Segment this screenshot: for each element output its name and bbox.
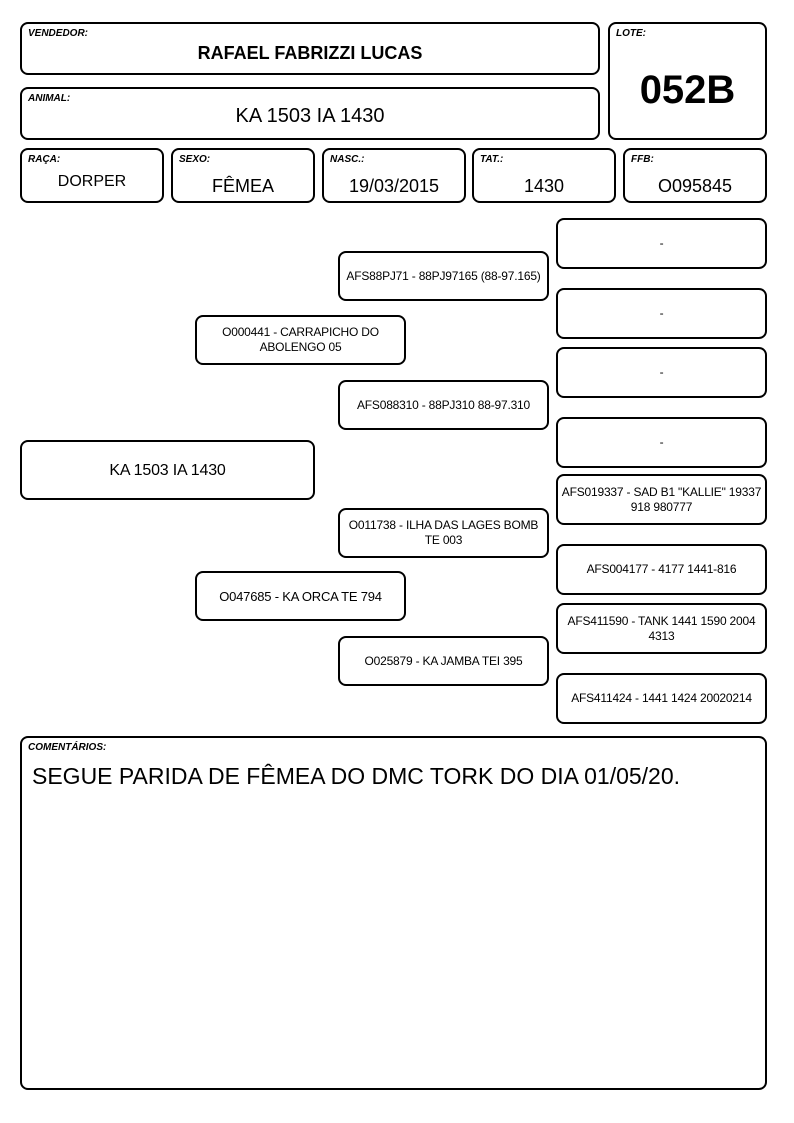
pedigree-ggp-8: AFS411424 - 1441 1424 20020214 <box>556 673 767 724</box>
pedigree-ggp-2: - <box>556 288 767 339</box>
ffb-box: FFB: O095845 <box>623 148 767 203</box>
ffb-label: FFB: <box>631 154 654 165</box>
pedigree-ggp-1: - <box>556 218 767 269</box>
comentarios-value: SEGUE PARIDA DE FÊMEA DO DMC TORK DO DIA… <box>32 763 681 789</box>
pedigree-sire: O000441 - CARRAPICHO DO ABOLENGO 05 <box>195 315 406 365</box>
comentarios-box: COMENTÁRIOS: SEGUE PARIDA DE FÊMEA DO DM… <box>20 736 767 1090</box>
pedigree-ggp-4: - <box>556 417 767 468</box>
pedigree-ggp-6: AFS004177 - 4177 1441-816 <box>556 544 767 595</box>
animal-box: ANIMAL: KA 1503 IA 1430 <box>20 87 600 140</box>
pedigree-ggp-7: AFS411590 - TANK 1441 1590 2004 4313 <box>556 603 767 654</box>
nasc-value: 19/03/2015 <box>348 176 440 196</box>
animal-label: ANIMAL: <box>28 93 71 104</box>
sexo-value: FÊMEA <box>211 176 274 196</box>
raca-label: RAÇA: <box>28 154 61 165</box>
pedigree-sire-dam: AFS088310 - 88PJ310 88-97.310 <box>338 380 549 430</box>
pedigree-ggp-3: - <box>556 347 767 398</box>
sexo-label: SEXO: <box>179 154 211 165</box>
pedigree-dam: O047685 - KA ORCA TE 794 <box>195 571 406 621</box>
lote-value: 052B <box>639 68 736 112</box>
tat-box: TAT.: 1430 <box>472 148 616 203</box>
animal-value: KA 1503 IA 1430 <box>235 105 385 127</box>
lote-box: LOTE: 052B <box>608 22 767 140</box>
vendedor-label: VENDEDOR: <box>28 28 89 39</box>
pedigree-sire-sire: AFS88PJ71 - 88PJ97165 (88-97.165) <box>338 251 549 301</box>
tat-label: TAT.: <box>480 154 504 165</box>
nasc-box: NASC.: 19/03/2015 <box>322 148 466 203</box>
comentarios-label: COMENTÁRIOS: <box>28 742 107 753</box>
pedigree-dam-dam: O025879 - KA JAMBA TEI 395 <box>338 636 549 686</box>
raca-value: DORPER <box>57 173 127 190</box>
pedigree-dam-sire: O011738 - ILHA DAS LAGES BOMB TE 003 <box>338 508 549 558</box>
lote-label: LOTE: <box>616 28 646 39</box>
tat-value: 1430 <box>523 176 565 196</box>
vendedor-box: VENDEDOR: RAFAEL FABRIZZI LUCAS <box>20 22 600 75</box>
pedigree-ggp-5: AFS019337 - SAD B1 "KALLIE" 19337 918 98… <box>556 474 767 525</box>
pedigree-animal: KA 1503 IA 1430 <box>20 440 315 500</box>
raca-box: RAÇA: DORPER <box>20 148 164 203</box>
ffb-value: O095845 <box>657 176 733 196</box>
nasc-label: NASC.: <box>330 154 365 165</box>
vendedor-value: RAFAEL FABRIZZI LUCAS <box>197 43 423 63</box>
sexo-box: SEXO: FÊMEA <box>171 148 315 203</box>
